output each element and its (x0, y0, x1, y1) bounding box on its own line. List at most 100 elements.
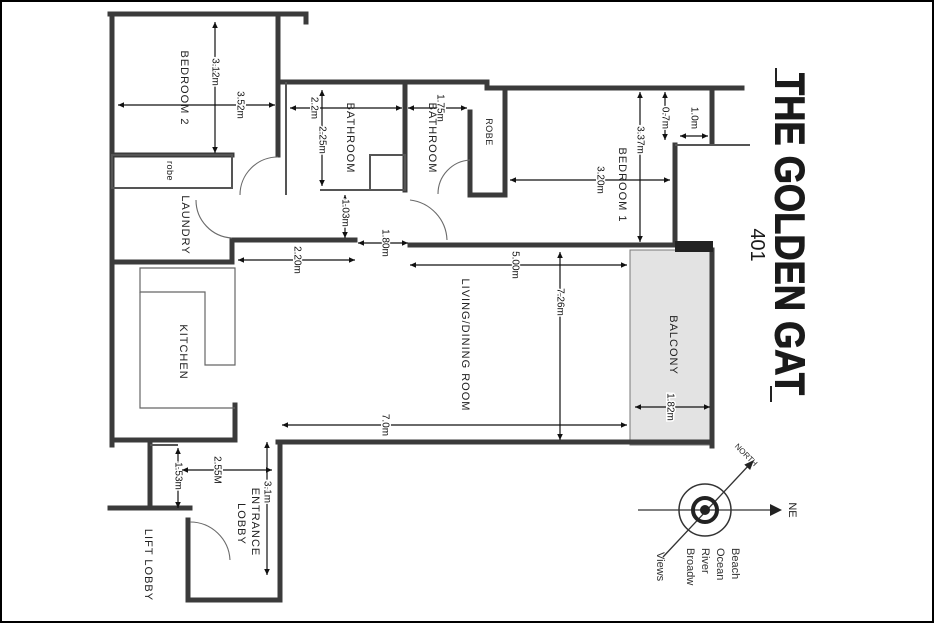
arrowhead (282, 422, 288, 428)
door-laundry (195, 199, 233, 239)
dimension-closet-width: 1.0m (680, 105, 708, 139)
arrowhead (212, 22, 218, 28)
wall-top-bedroom-2 (107, 11, 309, 25)
wall-black-block (675, 241, 713, 252)
arrowhead (662, 134, 668, 140)
arrowhead (402, 240, 408, 246)
view-item: Views (654, 552, 666, 582)
dimension-label: 2.20m (292, 246, 303, 274)
dimension-label: 3.1m (262, 481, 273, 503)
room-label-bedroom-2: BEDROOM 2 (178, 50, 190, 125)
arrowhead (342, 232, 348, 238)
dimension-bathroom-a-length: 2.25m (315, 90, 329, 186)
dimension-balcony-width: 1.82m (635, 392, 710, 422)
room-label-lobby: LOBBY (235, 503, 247, 545)
door-entrance (189, 521, 231, 561)
dimension-label: 1.03m (340, 199, 351, 227)
arrowhead (212, 147, 218, 153)
dimension-living-length: 7.26m (553, 252, 567, 440)
dimension-lobby-length: 1.53m (171, 448, 185, 508)
unit-number: 401 (746, 228, 768, 261)
room-label-bedroom-1: BEDROOM 1 (616, 147, 628, 222)
wall-laundry-hall (109, 237, 358, 265)
view-item: River (699, 548, 711, 574)
door-hall (409, 199, 448, 241)
compass-ne-arrowhead (770, 504, 782, 516)
arrowhead (290, 105, 296, 111)
arrowhead (319, 90, 325, 96)
dimension-label: 1.80m (380, 229, 391, 257)
dimension-bedroom1-width: 3.20m (510, 165, 670, 195)
dimension-label: 1.82m (665, 393, 676, 421)
dimension-bedroom1-length: 3.37m (633, 92, 647, 242)
dimension-label: 7.26m (555, 288, 566, 316)
dimension-label: 3.52m (235, 91, 246, 119)
arrowhead (396, 105, 402, 111)
arrowhead (621, 422, 627, 428)
balcony-area (629, 249, 713, 446)
wall-entrance-lobby (185, 439, 283, 603)
arrowhead (557, 434, 563, 440)
door-bathroom (437, 159, 471, 195)
arrowhead (637, 236, 643, 242)
dimension-living-width: 7.0m (282, 412, 627, 438)
arrowhead (408, 105, 414, 111)
compass-inner-ring (691, 496, 719, 524)
arrowhead (264, 569, 270, 575)
compass-ne-label: NE (786, 502, 798, 517)
dimension-label: 3.37m (635, 126, 646, 154)
dimension-label: 7.0m (380, 414, 391, 436)
compass-center-dot (700, 505, 710, 515)
room-label-lift-lobby: LIFT LOBBY (142, 529, 154, 601)
room-label-bathroom-a: BATHROOM (344, 103, 356, 174)
dimensions: 3.12m 3.52m 2.2m2.25m 1.75m 3.37m 3.20m 0.7m 1.… (118, 22, 710, 575)
arrowhead (702, 133, 708, 139)
dimension-bathroom-b-width: 1.75m (408, 93, 467, 123)
arrowhead (557, 252, 563, 258)
dimension-label: 2.2m (309, 97, 320, 119)
arrowhead (269, 102, 275, 108)
dimension-label: 3.20m (595, 166, 606, 194)
building-title: THE GOLDEN GAT (767, 73, 814, 395)
arrowhead (410, 262, 416, 268)
kitchen-counter-lower (139, 292, 235, 409)
doors (189, 156, 471, 561)
dimension-hall-width: 2.20m (238, 245, 355, 275)
room-label-robe-small: robe (165, 161, 175, 181)
arrowhead (510, 177, 516, 183)
dimension-bedroom2-width: 3.52m (118, 90, 275, 120)
arrowhead (662, 92, 668, 98)
room-label-entrance: ENTRANCE (249, 488, 261, 557)
arrowhead (319, 180, 325, 186)
arrowhead (349, 257, 355, 263)
room-label-kitchen: KITCHEN (177, 324, 189, 379)
room-label-laundry: LAUNDRY (179, 195, 191, 254)
dimension-lobby-width: 2.55M (182, 455, 272, 485)
view-item: Beach (729, 548, 741, 579)
wall-bathrooms-bedroom-1-top (275, 79, 745, 91)
arrowhead (175, 502, 181, 508)
view-item: Broadw (684, 548, 696, 585)
view-item: Ocean (714, 548, 726, 580)
dimension-label: 1.75m (435, 94, 446, 122)
dimension-hall-door: 1.80m (358, 228, 408, 258)
arrowhead (358, 240, 364, 246)
arrowhead (175, 448, 181, 454)
compass-outer-ring (678, 483, 732, 537)
room-label-bathroom-b: BATHROOM (426, 103, 438, 174)
arrowhead (342, 195, 348, 201)
wall-robe-closet (467, 85, 508, 198)
dimension-label: 1.0m (689, 107, 700, 129)
dimension-label: 0.7m (660, 107, 671, 129)
compass-north-arrowhead (744, 460, 754, 470)
arrowhead (118, 102, 124, 108)
views-list: Beach Ocean River Broadw Views (654, 548, 741, 585)
arrowhead (621, 262, 627, 268)
arrowhead (461, 105, 467, 111)
dimension-entrance-length: 3.1m (260, 442, 274, 575)
dimension-bedroom2-length: 3.12m (208, 22, 222, 153)
dimension-label: 3.12m (210, 58, 221, 86)
dimension-label: 1.53m (173, 462, 184, 490)
room-label-robe: ROBE (484, 118, 494, 146)
